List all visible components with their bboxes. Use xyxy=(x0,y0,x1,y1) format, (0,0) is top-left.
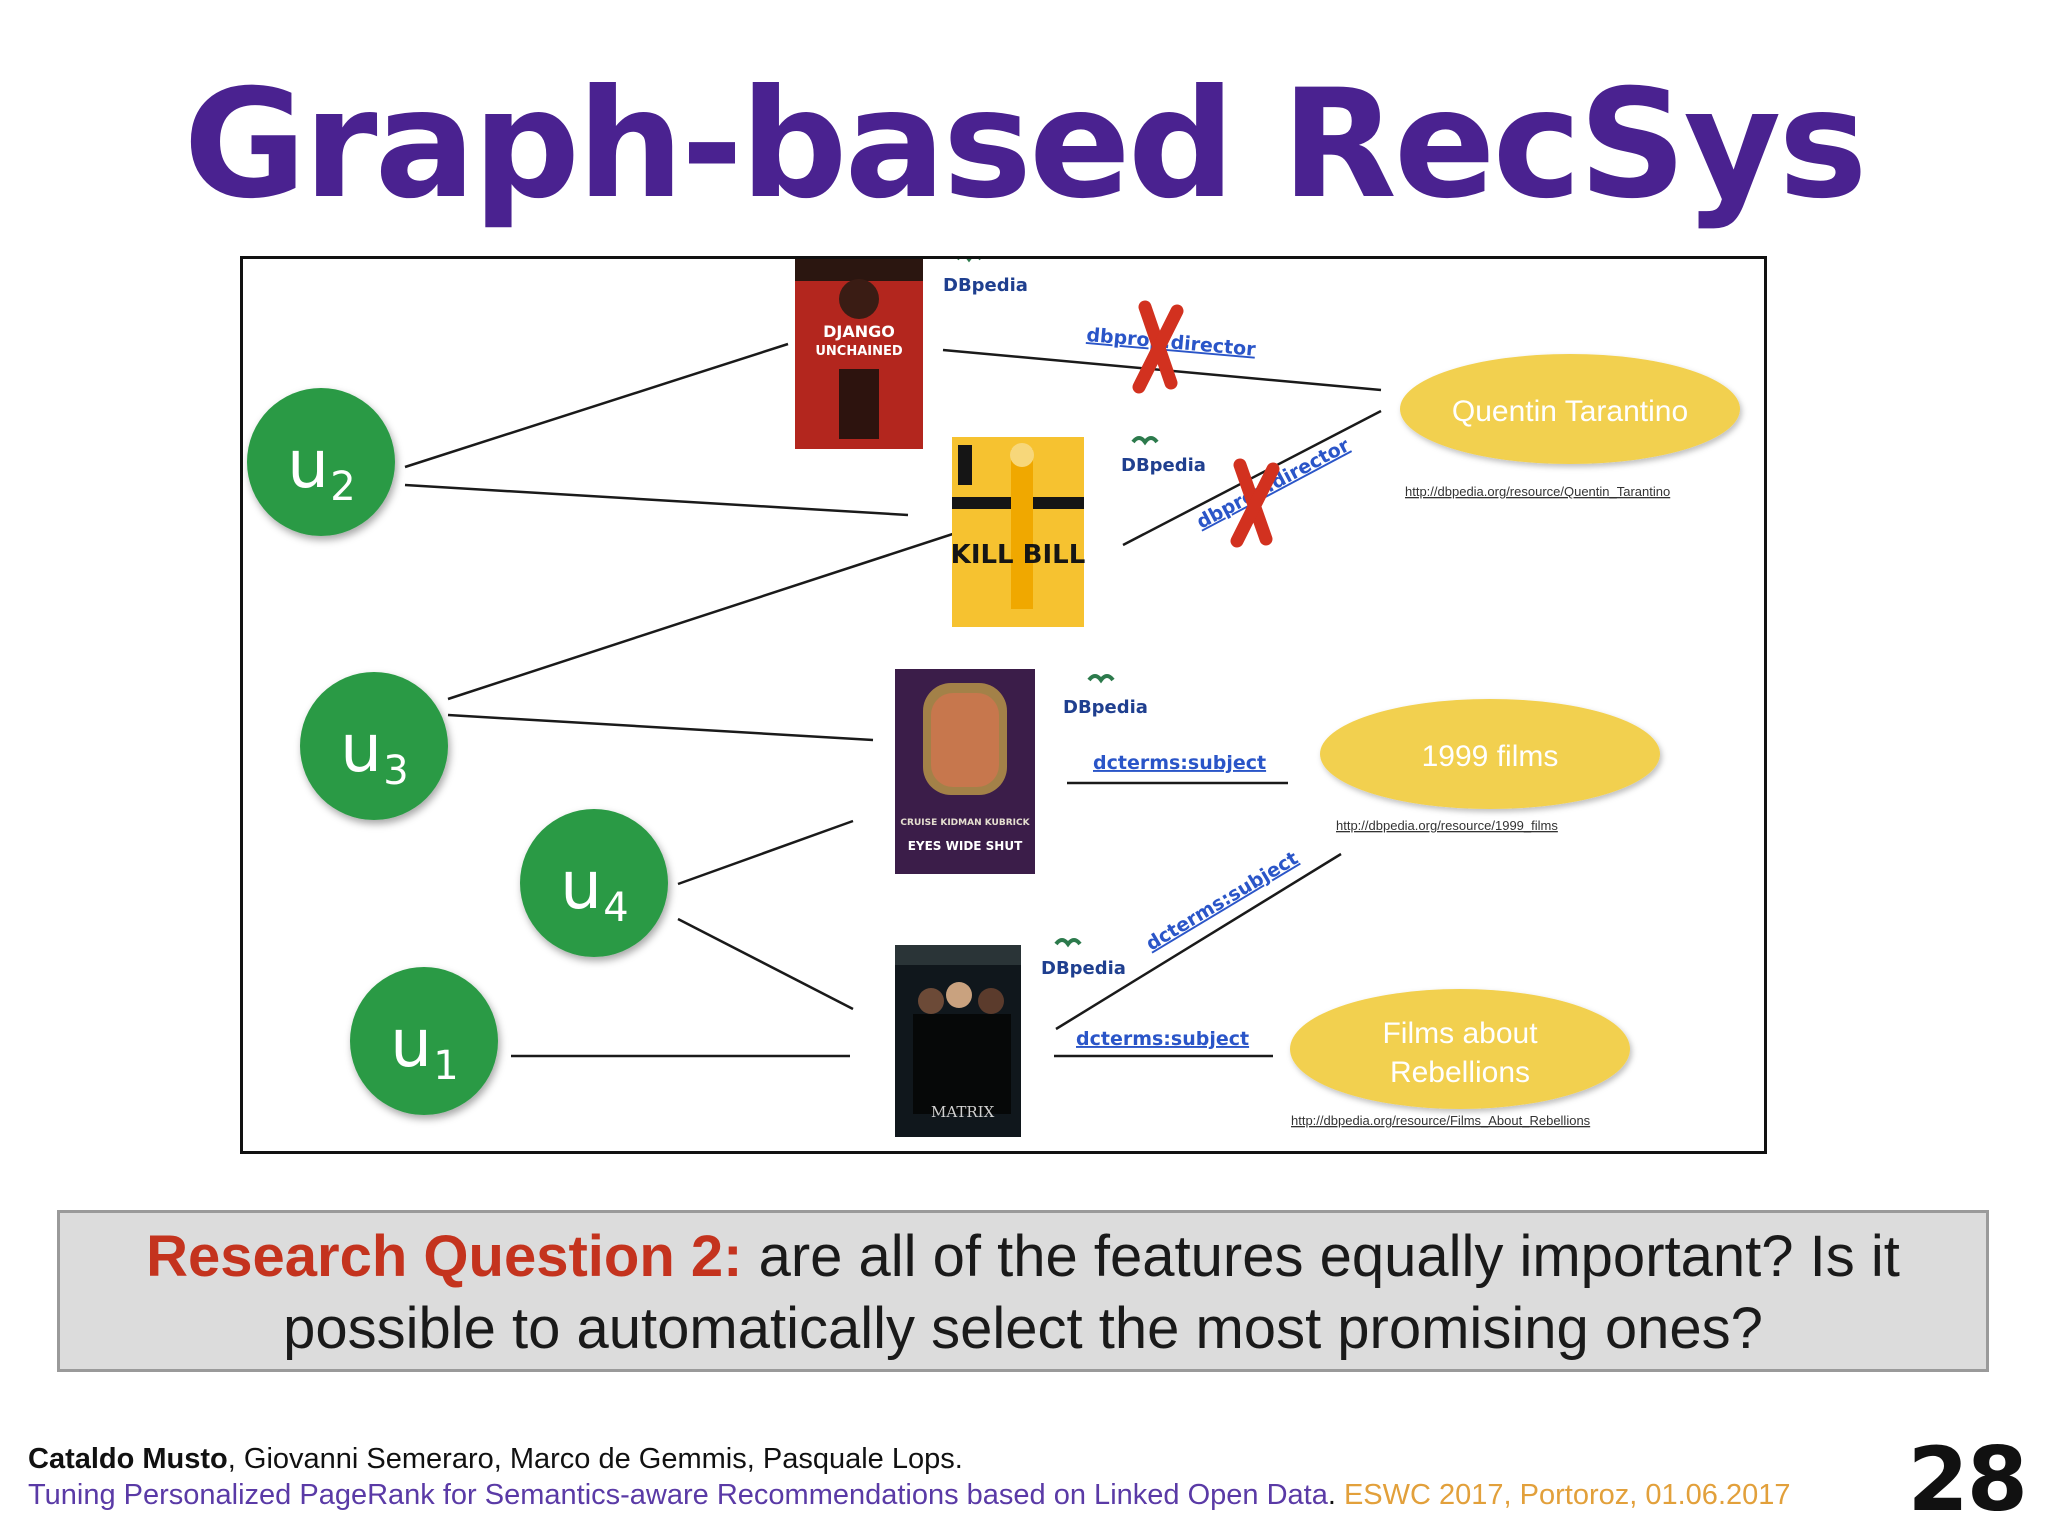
first-author: Cataldo Musto xyxy=(28,1443,228,1475)
user-node-u1: u 1 xyxy=(350,967,498,1115)
cross-mark-1 xyxy=(1132,300,1184,394)
edge-u3-eyes xyxy=(447,713,874,742)
venue: ESWC 2017, Portoroz, 01.06.2017 xyxy=(1343,1479,1791,1511)
footer-authors: Cataldo Musto, Giovanni Semeraro, Marco … xyxy=(28,1443,963,1476)
svg-text:KILL BILL: KILL BILL xyxy=(951,540,1086,570)
research-question-text: are all of the features equally importan… xyxy=(283,1224,1900,1361)
edge-matrix-1999 xyxy=(1055,852,1342,1031)
footer-citation: Tuning Personalized PageRank for Semanti… xyxy=(28,1479,1791,1512)
svg-text:Rebellions: Rebellions xyxy=(1390,1056,1530,1089)
edge-label-director-2: dbprop:director xyxy=(1193,434,1354,533)
entity-node-quentin-tarantino: Quentin Tarantino xyxy=(1400,354,1740,464)
svg-text:2: 2 xyxy=(330,464,355,510)
edge-label-subject-1: dcterms:subject xyxy=(1093,752,1266,774)
svg-text:DJANGO: DJANGO xyxy=(823,322,895,341)
svg-text:u: u xyxy=(560,847,602,924)
svg-text:DBpedia: DBpedia xyxy=(943,275,1028,296)
svg-text:1999 films: 1999 films xyxy=(1422,740,1559,773)
edge-u4-eyes xyxy=(677,819,854,886)
svg-text:DBpedia: DBpedia xyxy=(1063,697,1148,718)
entity-node-1999-films: 1999 films xyxy=(1320,699,1660,809)
svg-text:Quentin Tarantino: Quentin Tarantino xyxy=(1452,395,1688,428)
svg-text:EYES WIDE SHUT: EYES WIDE SHUT xyxy=(908,839,1023,853)
slide-title: Graph-based RecSys xyxy=(183,58,1867,232)
dbpedia-logo-4: DBpedia xyxy=(1041,938,1126,979)
poster-django-unchained: DJANGO UNCHAINED xyxy=(795,259,923,449)
svg-text:u: u xyxy=(287,426,329,503)
svg-text:MATRIX: MATRIX xyxy=(931,1103,995,1121)
edge-u2-killbill xyxy=(404,483,909,517)
svg-text:UNCHAINED: UNCHAINED xyxy=(815,344,903,359)
svg-text:1: 1 xyxy=(433,1043,458,1089)
dbpedia-logo-1: DBpedia xyxy=(943,259,1028,296)
edge-u3-killbill xyxy=(447,527,969,701)
svg-text:u: u xyxy=(390,1005,432,1082)
svg-text:4: 4 xyxy=(603,885,628,931)
research-question-lead: Research Question 2: xyxy=(146,1224,743,1289)
poster-matrix: MATRIX xyxy=(895,945,1021,1137)
svg-text:3: 3 xyxy=(383,748,408,794)
svg-text:u: u xyxy=(340,710,382,787)
uri-films-about-rebellions: http://dbpedia.org/resource/Films_About_… xyxy=(1291,1113,1591,1128)
graph-diagram: u 2 u 3 u 4 u 1 DJANGO UNCHAINED xyxy=(240,256,1767,1154)
poster-eyes-wide-shut: CRUISE KIDMAN KUBRICK EYES WIDE SHUT xyxy=(895,669,1035,874)
graph-edges xyxy=(404,342,1382,1058)
svg-text:DBpedia: DBpedia xyxy=(1041,958,1126,979)
edge-killbill-tarantino xyxy=(1122,409,1382,547)
citation-period: . xyxy=(1327,1479,1344,1511)
user-node-u2: u 2 xyxy=(247,388,395,536)
edge-label-subject-2: dcterms:subject xyxy=(1142,847,1302,955)
cross-mark-2 xyxy=(1230,458,1280,548)
page-number: 28 xyxy=(1907,1428,2028,1531)
svg-text:DBpedia: DBpedia xyxy=(1121,455,1206,476)
other-authors: , Giovanni Semeraro, Marco de Gemmis, Pa… xyxy=(227,1443,963,1475)
paper-title: Tuning Personalized PageRank for Semanti… xyxy=(28,1479,1328,1511)
edge-u2-django xyxy=(404,342,789,469)
edge-label-subject-3: dcterms:subject xyxy=(1076,1028,1249,1050)
dbpedia-logo-2: DBpedia xyxy=(1121,436,1206,476)
svg-text:CRUISE KIDMAN KUBRICK: CRUISE KIDMAN KUBRICK xyxy=(900,818,1030,828)
uri-quentin-tarantino: http://dbpedia.org/resource/Quentin_Tara… xyxy=(1405,484,1670,499)
user-node-u4: u 4 xyxy=(520,809,668,957)
uri-1999-films: http://dbpedia.org/resource/1999_films xyxy=(1336,818,1558,833)
svg-text:Films about: Films about xyxy=(1382,1017,1538,1050)
research-question-box: Research Question 2: are all of the feat… xyxy=(57,1210,1989,1372)
poster-kill-bill: KILL BILL xyxy=(951,437,1086,627)
user-node-u3: u 3 xyxy=(300,672,448,820)
entity-node-films-about-rebellions: Films about Rebellions xyxy=(1290,989,1630,1109)
edge-u4-matrix xyxy=(677,917,854,1011)
dbpedia-logo-3: DBpedia xyxy=(1063,674,1148,718)
